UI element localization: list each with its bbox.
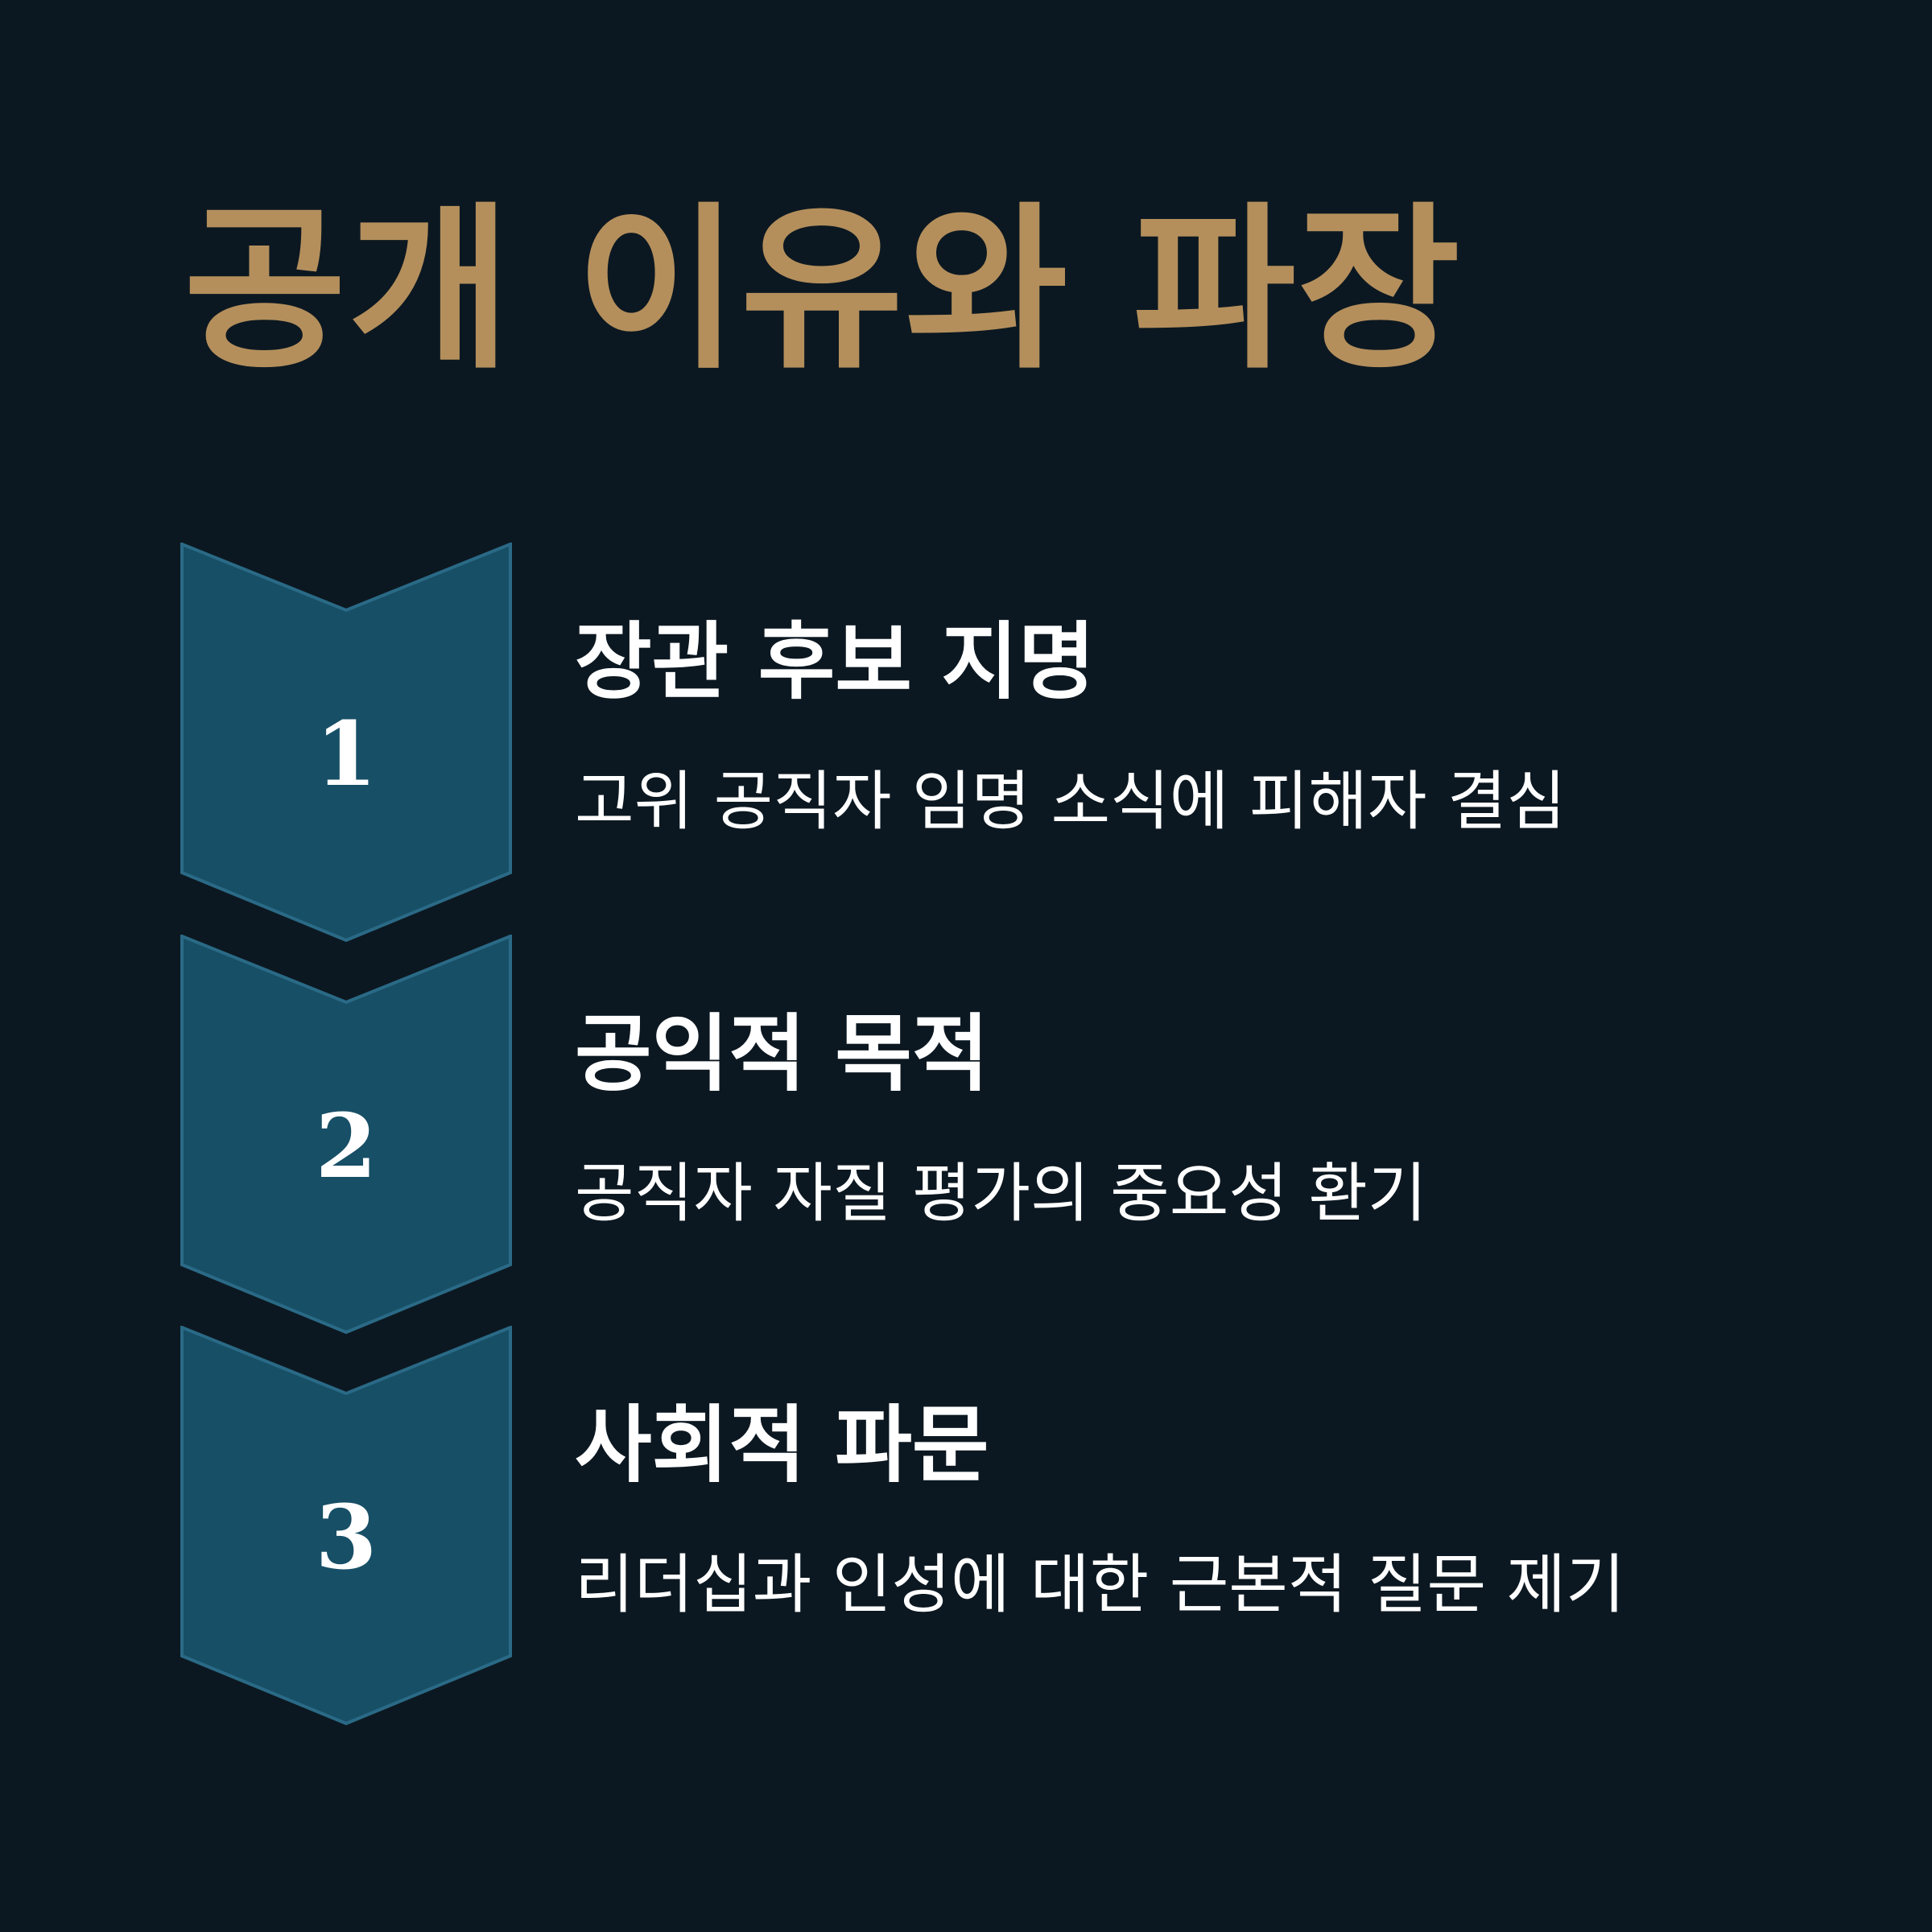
step-1-title: 장관 후보 지명: [575, 613, 1096, 711]
step-2-chevron: 2: [180, 935, 512, 1334]
chevron-down-shape: [180, 935, 512, 1334]
step-1-description: 고위 공직자 임명 소식에 피해자 결심: [575, 764, 1567, 839]
chevron-down-shape: [180, 1326, 512, 1725]
step-2-number: 2: [315, 1094, 378, 1198]
step-3-title: 사회적 파문: [575, 1396, 989, 1494]
page-title: 공개 이유와 파장: [184, 187, 1462, 393]
step-3-description: 리더십과 인성에 대한 근본적 질문 제기: [575, 1547, 1625, 1622]
step-2-title: 공익적 목적: [575, 1005, 989, 1103]
step-3-chevron: 3: [180, 1326, 512, 1725]
chevron-down-shape: [180, 543, 512, 942]
step-1-chevron: 1: [180, 543, 512, 942]
step-2-description: 공직자 자질 평가의 중요성 환기: [575, 1156, 1427, 1231]
step-3-number: 3: [315, 1485, 378, 1589]
step-1-number: 1: [315, 702, 378, 806]
